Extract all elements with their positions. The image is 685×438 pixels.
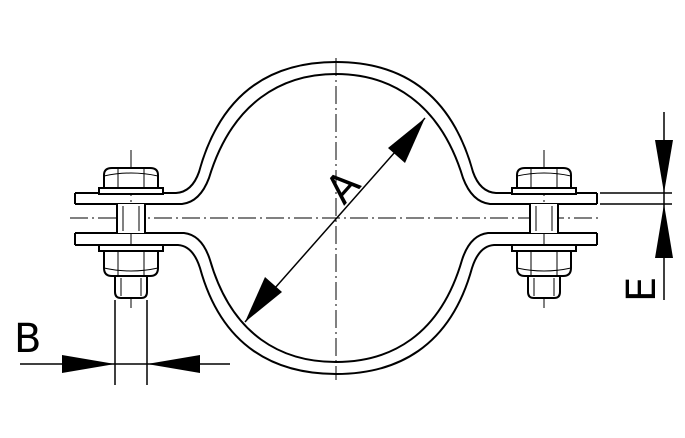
dimension-e-arrow-top xyxy=(655,140,673,193)
dimension-a-arrow-bottom xyxy=(245,277,282,322)
dimension-b xyxy=(20,300,230,385)
left-bolt-assembly xyxy=(98,167,164,299)
label-b: B xyxy=(14,316,41,362)
dimension-b-arrow-left xyxy=(62,355,115,373)
label-a: A xyxy=(317,161,370,213)
dimension-a-arrow-top xyxy=(388,118,425,163)
dimension-e-arrow-bottom xyxy=(655,204,673,258)
dimension-a: A xyxy=(244,117,426,323)
label-e: E xyxy=(619,277,665,302)
right-bolt-assembly xyxy=(511,167,577,299)
clamp-body xyxy=(74,60,598,376)
dimension-e xyxy=(600,112,673,300)
dimension-b-arrow-right xyxy=(147,355,200,373)
